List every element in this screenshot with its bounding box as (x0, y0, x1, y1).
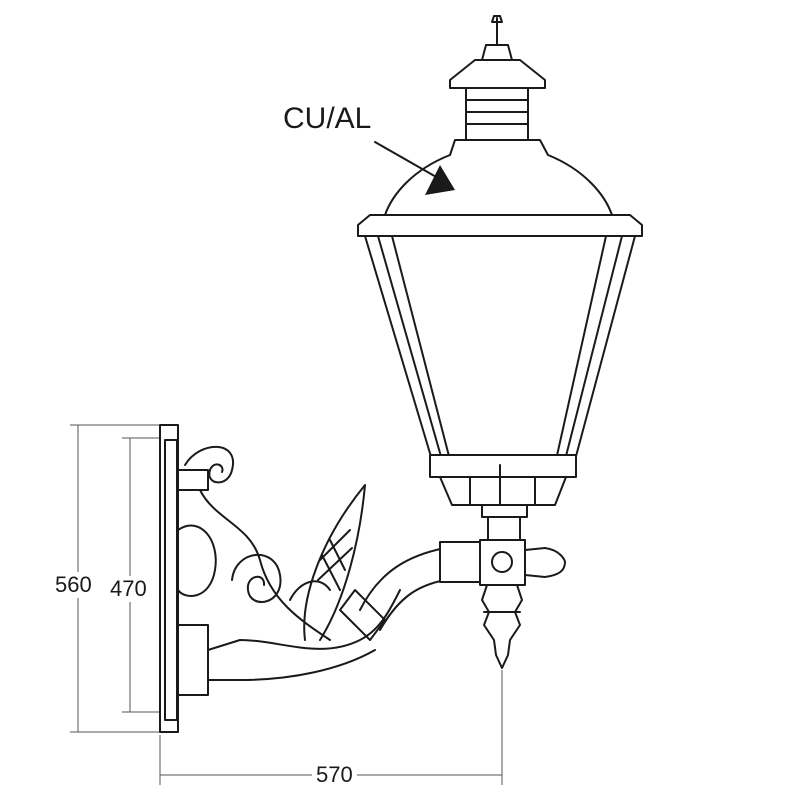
bracket-arm (177, 445, 566, 681)
material-arrow (374, 141, 455, 195)
dimension-overall-height: 560 (55, 572, 92, 598)
dimension-projection: 570 (312, 762, 357, 788)
bottom-finial (481, 584, 523, 669)
material-label: CU/AL (283, 102, 372, 136)
lantern-head (357, 15, 643, 541)
wall-plate (159, 424, 209, 733)
dimension-bracket-height: 470 (110, 576, 147, 602)
